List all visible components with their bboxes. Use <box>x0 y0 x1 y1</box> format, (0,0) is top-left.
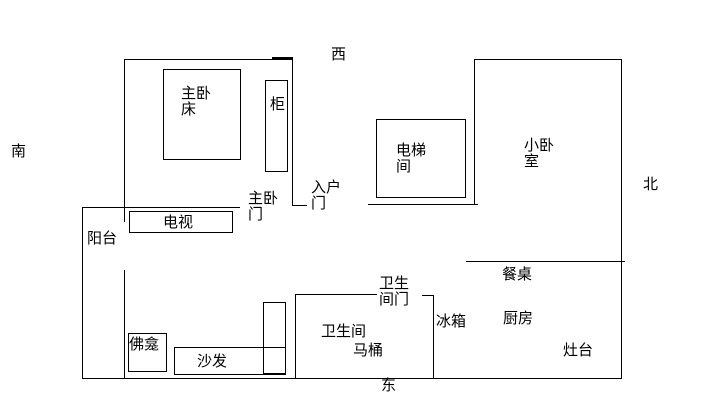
wall-small-bedroom-top <box>474 59 622 60</box>
tv-label: 电视 <box>163 213 194 231</box>
wall-outer-bottom <box>82 378 622 379</box>
wall-below-elevator <box>368 204 478 205</box>
shrine-label: 佛龛 <box>129 335 160 353</box>
bathroom-label: 卫生间 <box>321 322 367 340</box>
cabinet-label: 柜 <box>270 95 286 113</box>
wall-bathroom-right <box>433 295 434 378</box>
wall-master-bedroom-door-jamb <box>292 205 307 206</box>
toilet-label: 马桶 <box>353 341 384 359</box>
dining-table-label: 餐桌 <box>502 265 533 283</box>
wall-dining-table-line <box>466 261 625 262</box>
wall-master-bedroom-top-thick-segment <box>272 57 293 60</box>
master-bed-rect <box>163 69 241 160</box>
master-bedroom-door-label: 主卧 门 <box>248 189 279 223</box>
wall-bathroom-top-right <box>422 295 434 296</box>
compass-south: 南 <box>11 142 27 160</box>
cabinet-rect <box>265 80 288 172</box>
wall-bathroom-left <box>295 294 296 378</box>
stove-label: 灶台 <box>563 341 594 359</box>
wall-master-bedroom-left <box>124 59 125 222</box>
compass-east: 东 <box>381 376 397 394</box>
compass-west: 西 <box>331 45 347 63</box>
wall-living-room-top <box>82 207 240 208</box>
wall-outer-left <box>82 207 83 379</box>
entry-door-label: 入户 门 <box>311 178 342 212</box>
sofa-side-rect <box>263 302 286 375</box>
wall-master-bedroom-top <box>124 59 293 60</box>
wall-small-bedroom-left <box>474 59 475 204</box>
fridge-label: 冰箱 <box>436 312 467 330</box>
small-bedroom-label: 小卧 室 <box>524 136 555 170</box>
wall-bathroom-top-left <box>295 294 377 295</box>
wall-balcony-divider <box>124 270 125 378</box>
elevator-room-rect <box>376 119 466 198</box>
master-bed-label: 主卧 床 <box>181 84 212 118</box>
wall-master-bedroom-right <box>292 59 293 206</box>
tv-rect <box>129 211 233 233</box>
balcony-label: 阳台 <box>87 229 118 247</box>
compass-north: 北 <box>643 175 659 193</box>
shrine-rect <box>128 333 167 372</box>
bathroom-door-label: 卫生 间门 <box>379 274 410 308</box>
elevator-room-label: 电梯 间 <box>396 141 427 175</box>
wall-outer-right <box>621 59 622 379</box>
kitchen-label: 厨房 <box>503 309 534 327</box>
sofa-label: 沙发 <box>197 352 228 370</box>
